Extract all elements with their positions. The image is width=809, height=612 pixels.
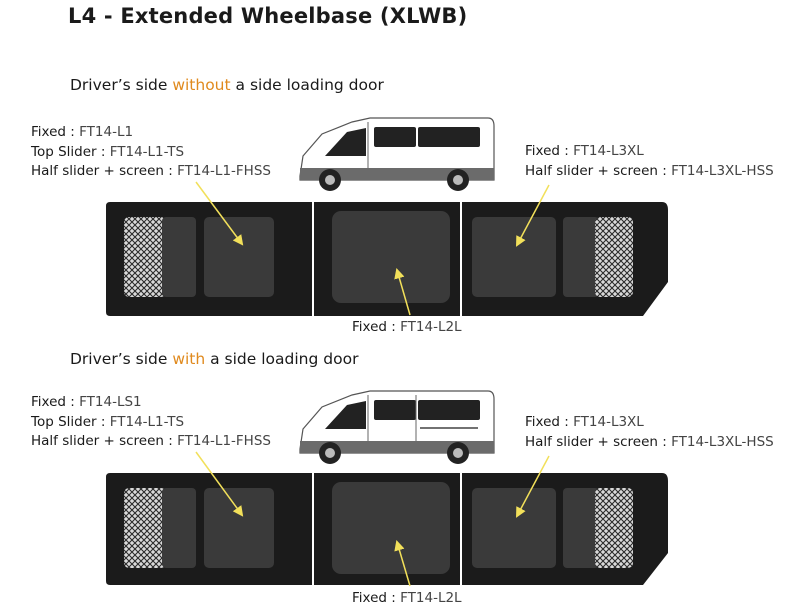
part-code: FT14-L3XL-HSS bbox=[671, 162, 774, 179]
right-window-labels: Fixed : FT14-L3XL Half slider + screen :… bbox=[525, 142, 774, 181]
part-code: FT14-L3XL bbox=[573, 143, 644, 159]
part-code: FT14-LS1 bbox=[79, 394, 142, 410]
slider-pane bbox=[563, 488, 599, 568]
van-illustration bbox=[299, 390, 495, 464]
label-name: Fixed : bbox=[31, 394, 80, 410]
label-name: Half slider + screen : bbox=[31, 433, 178, 449]
label-top-slider: Top Slider : FT14-L1-TS bbox=[31, 143, 271, 163]
label-half-slider: Half slider + screen : FT14-L1-FHSS bbox=[31, 162, 271, 182]
slider-pane bbox=[563, 217, 599, 297]
left-window-labels: Fixed : FT14-L1 Top Slider : FT14-L1-TS … bbox=[31, 123, 271, 182]
callout-arrow bbox=[195, 181, 244, 246]
section-heading-with-door: Driver’s side with a side loading door bbox=[70, 350, 358, 368]
label-top-slider: Top Slider : FT14-L1-TS bbox=[31, 413, 271, 433]
mesh-screen bbox=[595, 217, 633, 297]
callout-arrow bbox=[516, 455, 550, 518]
label-name: Fixed : bbox=[525, 143, 574, 159]
part-code: FT14-L2L bbox=[400, 590, 462, 606]
van-illustration bbox=[299, 117, 495, 191]
callout-arrow bbox=[195, 451, 244, 517]
window-panel-set bbox=[106, 181, 668, 316]
part-code: FT14-L3XL-HSS bbox=[671, 433, 774, 450]
label-name: Half slider + screen : bbox=[31, 163, 178, 179]
left-window-labels: Fixed : FT14-LS1 Top Slider : FT14-L1-TS… bbox=[31, 393, 271, 452]
heading-highlight: without bbox=[172, 76, 231, 94]
heading-text: a side loading door bbox=[230, 76, 384, 94]
label-name: Top Slider : bbox=[31, 143, 110, 160]
label-fixed: Fixed : FT14-L3XL bbox=[525, 142, 774, 162]
right-window-labels: Fixed : FT14-L3XL Half slider + screen :… bbox=[525, 413, 774, 452]
fixed-pane bbox=[472, 217, 556, 297]
label-name: Fixed : bbox=[352, 590, 401, 606]
label-name: Half slider + screen : bbox=[525, 162, 672, 179]
fixed-pane bbox=[204, 217, 274, 297]
window-panel-set bbox=[106, 451, 668, 587]
part-code: FT14-L1-TS bbox=[109, 413, 185, 430]
page-title: L4 - Extended Wheelbase (XLWB) bbox=[68, 4, 468, 28]
label-name: Fixed : bbox=[352, 319, 401, 335]
fixed-pane bbox=[332, 482, 450, 574]
label-half-slider: Half slider + screen : FT14-L1-FHSS bbox=[31, 432, 271, 452]
label-name: Top Slider : bbox=[31, 413, 110, 430]
callout-arrow bbox=[394, 539, 411, 587]
heading-text: a side loading door bbox=[205, 350, 359, 368]
label-name: Fixed : bbox=[31, 124, 80, 140]
mesh-screen bbox=[124, 488, 166, 568]
section-heading-without-door: Driver’s side without a side loading doo… bbox=[70, 76, 384, 94]
heading-highlight: with bbox=[172, 350, 206, 368]
label-name: Fixed : bbox=[525, 414, 574, 430]
part-code: FT14-L1-TS bbox=[109, 143, 185, 160]
center-window-label: Fixed : FT14-L2L bbox=[352, 589, 462, 609]
center-window-label: Fixed : FT14-L2L bbox=[352, 318, 462, 338]
label-half-slider: Half slider + screen : FT14-L3XL-HSS bbox=[525, 433, 774, 453]
fixed-pane bbox=[204, 488, 274, 568]
label-fixed: Fixed : FT14-L3XL bbox=[525, 413, 774, 433]
fixed-pane bbox=[472, 488, 556, 568]
label-half-slider: Half slider + screen : FT14-L3XL-HSS bbox=[525, 162, 774, 182]
callout-arrow bbox=[516, 184, 550, 247]
part-code: FT14-L1-FHSS bbox=[177, 433, 271, 449]
fixed-pane bbox=[332, 211, 450, 303]
mesh-screen bbox=[124, 217, 166, 297]
heading-text: Driver’s side bbox=[70, 76, 173, 94]
label-fixed: Fixed : FT14-L1 bbox=[31, 123, 271, 143]
callout-arrow bbox=[394, 267, 411, 316]
label-name: Half slider + screen : bbox=[525, 433, 672, 450]
part-code: FT14-L1 bbox=[79, 124, 134, 140]
mesh-screen bbox=[595, 488, 633, 568]
part-code: FT14-L3XL bbox=[573, 414, 644, 430]
slider-pane bbox=[162, 217, 196, 297]
heading-text: Driver’s side bbox=[70, 350, 173, 368]
slider-pane bbox=[162, 488, 196, 568]
label-fixed: Fixed : FT14-LS1 bbox=[31, 393, 271, 413]
part-code: FT14-L1-FHSS bbox=[177, 163, 271, 179]
part-code: FT14-L2L bbox=[400, 319, 462, 335]
